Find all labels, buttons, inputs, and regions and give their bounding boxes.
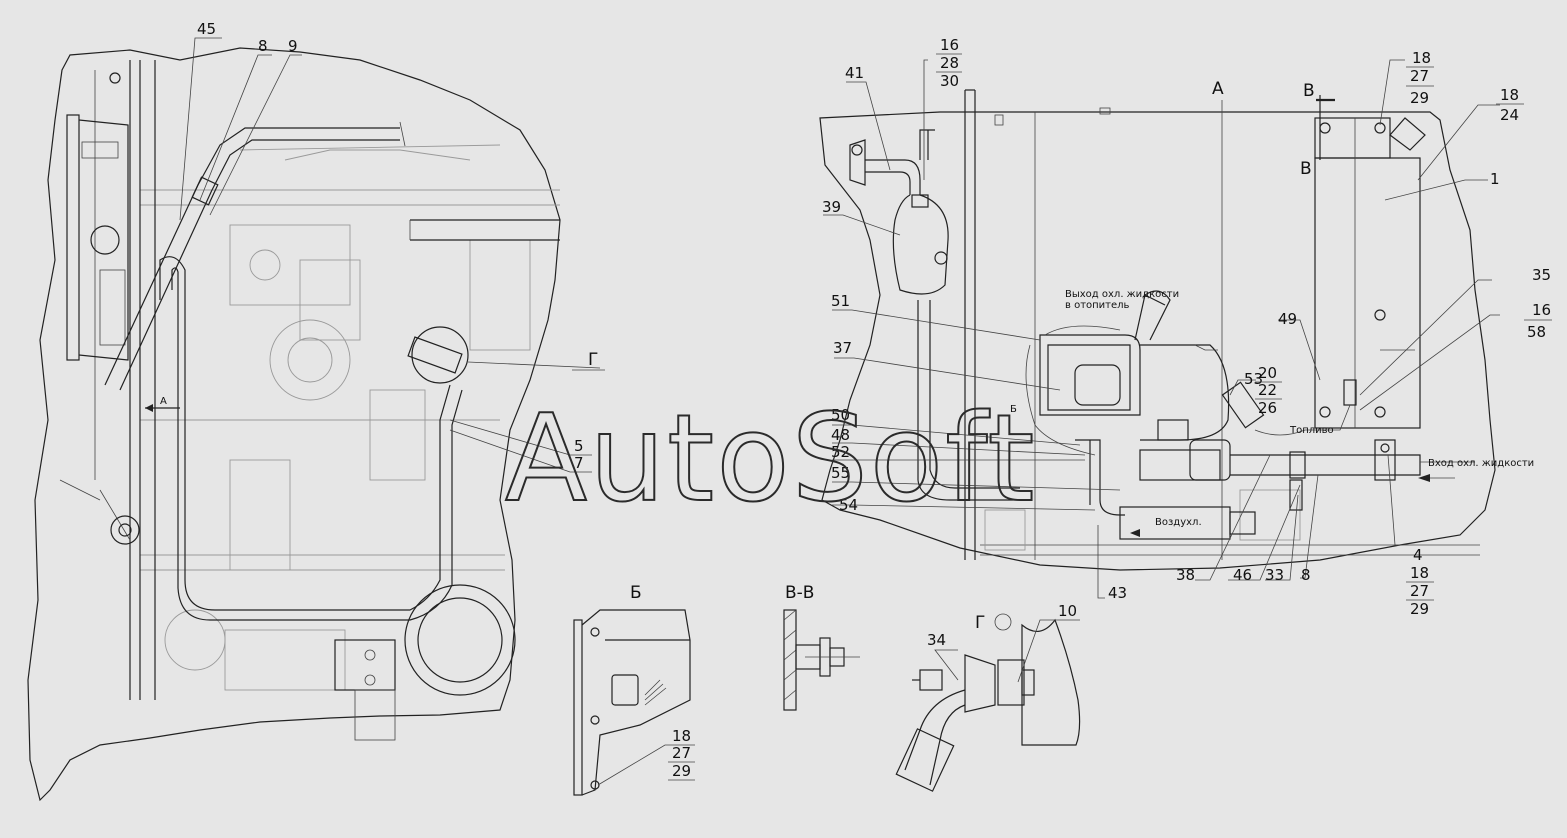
callout-27-b: 27 xyxy=(672,744,691,762)
right-leaders xyxy=(823,59,1500,599)
callout-49: 49 xyxy=(1278,310,1297,328)
left-view-outline xyxy=(27,47,561,802)
callout-45: 45 xyxy=(197,20,216,38)
callout-39: 39 xyxy=(822,198,841,216)
callout-18-top: 18 xyxy=(1412,49,1431,67)
callout-35: 35 xyxy=(1532,266,1551,284)
callout-9: 9 xyxy=(288,37,298,55)
callout-37: 37 xyxy=(833,339,852,357)
note-fuel: Топливо xyxy=(1289,425,1334,436)
view-b-title: Б xyxy=(630,583,642,603)
view-g-title: Г xyxy=(975,613,985,633)
callout-55: 55 xyxy=(831,464,850,482)
callout-53: 53 xyxy=(1244,370,1263,388)
callout-26: 26 xyxy=(1258,399,1277,417)
left-view: A 45 8 9 5 7 Г xyxy=(27,20,605,802)
diagonal-hose xyxy=(104,121,406,391)
callout-22: 22 xyxy=(1258,381,1277,399)
callout-18-b: 18 xyxy=(672,727,691,745)
view-vv-title: В-В xyxy=(785,583,814,603)
callout-29-bottom: 29 xyxy=(1410,600,1429,618)
section-g-left-label: Г xyxy=(588,350,598,370)
callout-29-top: 29 xyxy=(1410,89,1429,107)
right-view: A В В xyxy=(819,36,1552,618)
callout-4: 4 xyxy=(1413,546,1423,564)
callout-58: 58 xyxy=(1527,323,1546,341)
left-leaders xyxy=(179,37,605,473)
callout-30: 30 xyxy=(940,72,959,90)
callout-8-left: 8 xyxy=(258,37,268,55)
mounting-plate xyxy=(66,114,129,361)
section-v-bottom-label: В xyxy=(1300,159,1312,179)
callout-43: 43 xyxy=(1108,584,1127,602)
callout-41: 41 xyxy=(845,64,864,82)
callout-38: 38 xyxy=(1176,566,1195,584)
lower-housing xyxy=(334,584,516,741)
callout-18-right: 18 xyxy=(1500,86,1519,104)
callout-50: 50 xyxy=(831,406,850,424)
tank-part-1 xyxy=(1314,117,1426,429)
section-a-left xyxy=(145,404,180,412)
section-v-top-label: В xyxy=(1303,81,1315,101)
note-coolant-out: Выход охл. жидкости xyxy=(1065,289,1179,300)
callout-8-right: 8 xyxy=(1301,566,1311,584)
callout-54: 54 xyxy=(839,496,858,514)
callout-34: 34 xyxy=(927,631,946,649)
coupling-g xyxy=(407,326,601,384)
callout-16-right: 16 xyxy=(1532,301,1551,319)
note-b-mark: Б xyxy=(1010,404,1017,415)
frame-rails xyxy=(59,60,156,700)
callout-27-top: 27 xyxy=(1410,67,1429,85)
callout-16-top: 16 xyxy=(940,36,959,54)
callout-29-b: 29 xyxy=(672,762,691,780)
callout-48: 48 xyxy=(831,426,850,444)
callout-52: 52 xyxy=(831,443,850,461)
callout-24: 24 xyxy=(1500,106,1519,124)
callout-18-bottom: 18 xyxy=(1410,564,1429,582)
note-coolant-in: Вход охл. жидкости xyxy=(1428,458,1534,469)
section-a-left-label: A xyxy=(160,396,167,407)
callout-7: 7 xyxy=(574,454,584,472)
callout-51: 51 xyxy=(831,292,850,310)
callout-20: 20 xyxy=(1258,364,1277,382)
note-to-heater: в отопитель xyxy=(1065,300,1130,311)
callout-5: 5 xyxy=(574,437,584,455)
heater-unit xyxy=(1025,290,1475,540)
watermark: AutoSoft xyxy=(505,390,1036,529)
callout-27-bottom: 27 xyxy=(1410,582,1429,600)
note-air: Воздухл. xyxy=(1155,517,1202,528)
filter-39 xyxy=(849,129,1020,501)
callout-28: 28 xyxy=(940,54,959,72)
view-vv: В-В xyxy=(783,583,860,711)
callout-46: 46 xyxy=(1233,566,1252,584)
view-g: Г 34 10 xyxy=(895,602,1081,792)
view-b: Б 18 27 29 xyxy=(573,583,695,796)
section-a-right-label: A xyxy=(1212,79,1224,99)
callout-10: 10 xyxy=(1058,602,1077,620)
callout-33: 33 xyxy=(1265,566,1284,584)
engine-background xyxy=(140,144,560,691)
callout-1: 1 xyxy=(1490,170,1500,188)
right-view-outline xyxy=(819,111,1496,571)
